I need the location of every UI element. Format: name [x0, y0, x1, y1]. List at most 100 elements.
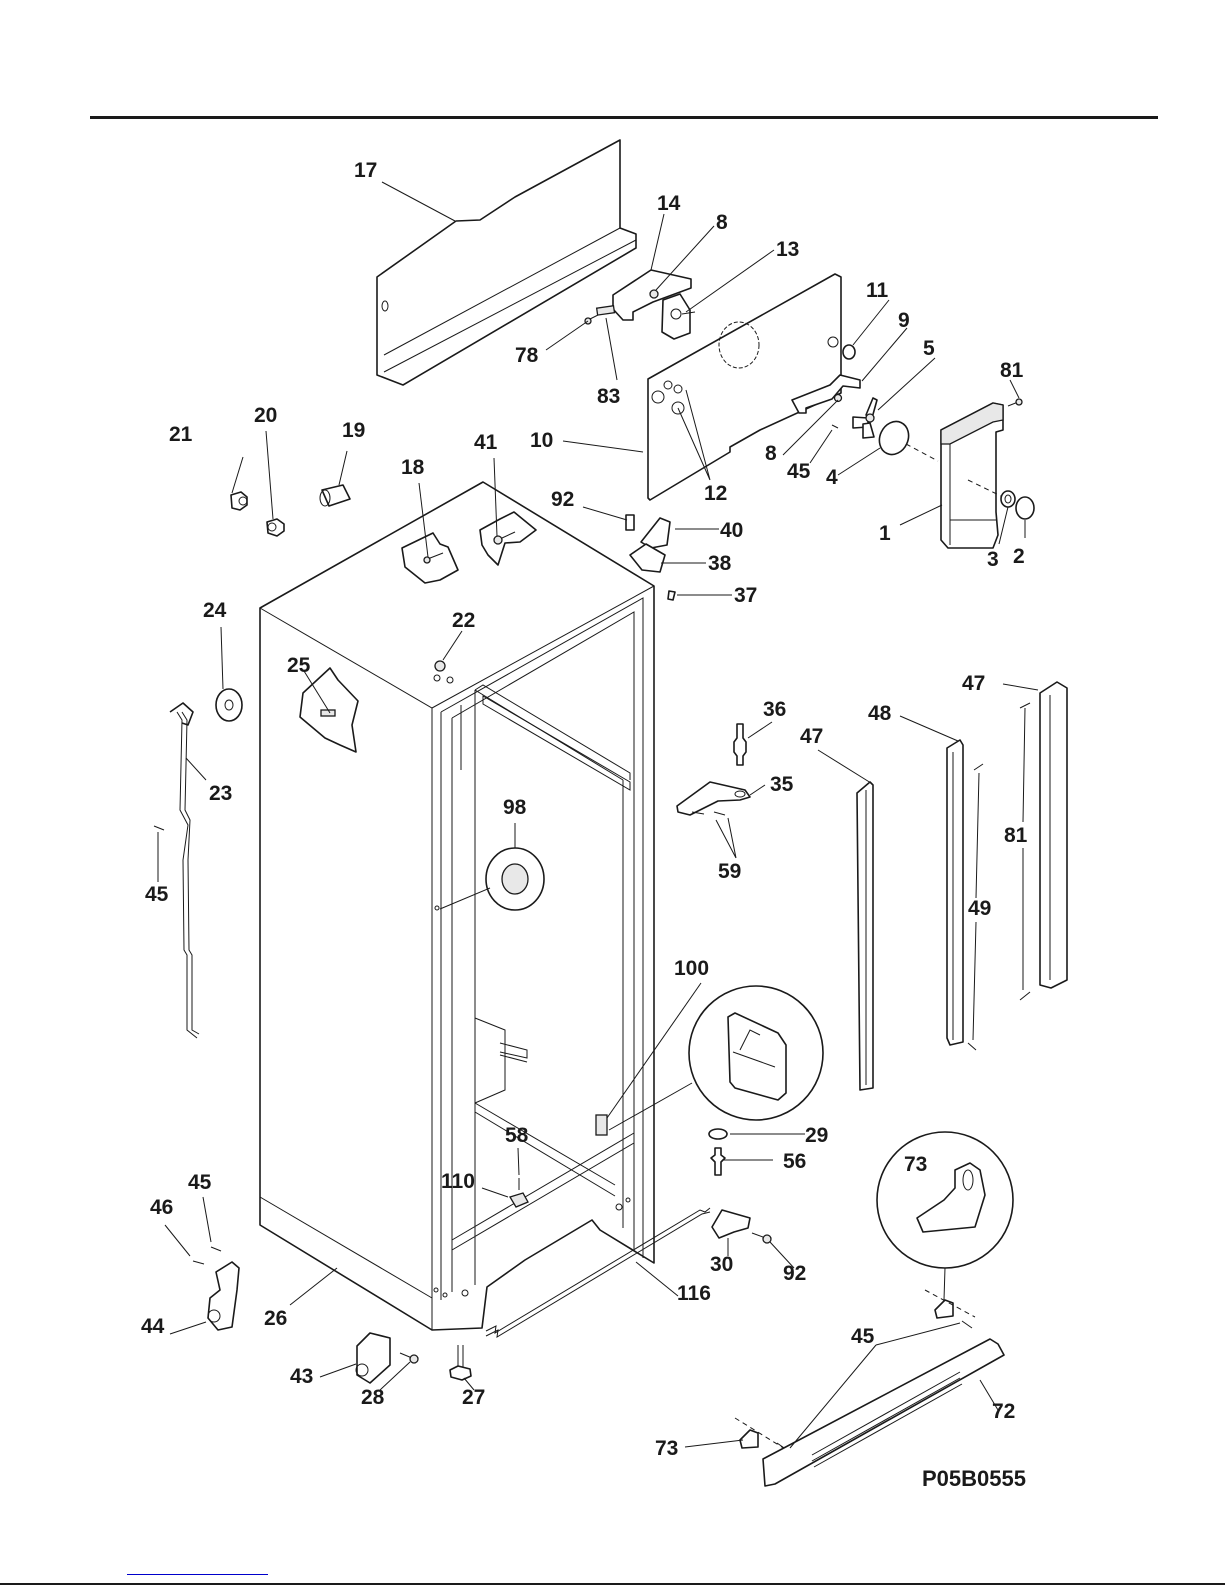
- part-92-bolt-b: [751, 1232, 764, 1238]
- callout-36: 36: [763, 698, 786, 721]
- callout-29: 29: [805, 1124, 828, 1147]
- callout-28: 28: [361, 1386, 385, 1409]
- part-18-bracket: [401, 532, 459, 584]
- callout-41: 41: [474, 431, 498, 454]
- callout-3: 3: [987, 548, 999, 571]
- part-45-screw-a: [831, 424, 839, 429]
- part-45-screw-c: [961, 1320, 973, 1329]
- callout-19: 19: [342, 419, 365, 442]
- part-43-hinge: [355, 1332, 391, 1384]
- callout-24: 24: [203, 599, 227, 622]
- part-30-bracket: [711, 1209, 751, 1239]
- part-100-clip: [595, 1114, 608, 1136]
- part-116-rod: [485, 1207, 711, 1334]
- drawing-code: P05B0555: [922, 1466, 1026, 1491]
- callout-81-b: 81: [1004, 824, 1028, 847]
- part-47-strip-right: [1039, 681, 1068, 989]
- part-26-cabinet: [259, 481, 655, 1331]
- part-98-plug: [485, 847, 545, 911]
- callout-8-b: 8: [765, 442, 777, 465]
- callout-59: 59: [718, 860, 741, 883]
- part-11-plug: [842, 344, 856, 360]
- callout-81: 81: [1000, 359, 1024, 382]
- part-100-detail-bubble: [688, 985, 824, 1121]
- part-81-screw-b: [1019, 702, 1031, 709]
- part-47-strip-left: [856, 781, 874, 1091]
- callout-4: 4: [826, 466, 838, 489]
- callout-30: 30: [710, 1253, 733, 1276]
- part-73-detail-bubble: [876, 1131, 1014, 1269]
- callout-46: 46: [150, 1196, 173, 1219]
- part-8-nut-b: [833, 393, 843, 403]
- part-46-screw: [192, 1260, 205, 1265]
- footer-link-underline[interactable]: [127, 1574, 268, 1575]
- callout-25: 25: [287, 654, 311, 677]
- part-17-panel: [376, 139, 637, 386]
- callout-45-c: 45: [188, 1171, 212, 1194]
- callout-73: 73: [904, 1153, 927, 1176]
- callout-26: 26: [264, 1307, 287, 1330]
- callout-8: 8: [716, 211, 728, 234]
- part-110-clip: [509, 1192, 529, 1208]
- part-10-evaporator-cover: [647, 273, 842, 501]
- part-45-screw-e: [210, 1246, 222, 1252]
- part-37-pin: [667, 590, 676, 601]
- callout-12: 12: [704, 482, 727, 505]
- callout-78: 78: [515, 344, 539, 367]
- part-72-grille: [762, 1338, 1005, 1487]
- part-45-screw-b: [153, 825, 165, 831]
- part-44-hinge: [207, 1261, 240, 1331]
- part-3-washer: [1000, 490, 1016, 508]
- callout-56: 56: [783, 1150, 806, 1173]
- callout-38: 38: [708, 552, 732, 575]
- footer-rule: [0, 1583, 1225, 1585]
- part-59-screws: [691, 811, 726, 816]
- part-56-pin: [710, 1147, 726, 1176]
- callout-49: 49: [968, 897, 991, 920]
- callout-83: 83: [597, 385, 620, 408]
- callout-10: 10: [530, 429, 553, 452]
- callout-17: 17: [354, 159, 377, 182]
- leader-lines: [157, 181, 1039, 1449]
- part-49-screw-b: [967, 1042, 977, 1051]
- part-1-control-housing: [940, 402, 1004, 549]
- part-20-fitting: [266, 518, 285, 537]
- part-41-bracket: [479, 511, 537, 566]
- part-13-fan-motor: [661, 293, 696, 340]
- part-35-hinge: [676, 781, 751, 816]
- callout-73-b: 73: [655, 1437, 678, 1460]
- part-81-screw-c: [1019, 991, 1031, 1001]
- callout-14: 14: [657, 192, 681, 215]
- part-8-nut: [649, 289, 659, 299]
- callout-110: 110: [441, 1170, 475, 1193]
- callout-1: 1: [879, 522, 891, 545]
- callout-58: 58: [505, 1124, 529, 1147]
- callout-27: 27: [462, 1386, 485, 1409]
- part-92-bolt-a: [625, 514, 635, 531]
- part-27-leveling-leg: [449, 1345, 472, 1381]
- callout-45-b: 45: [145, 883, 169, 906]
- part-22-plug: [434, 660, 446, 672]
- part-38-plate: [629, 543, 666, 573]
- part-19-sleeve: [319, 484, 351, 507]
- callout-72: 72: [992, 1400, 1015, 1423]
- callout-47-b: 47: [962, 672, 985, 695]
- part-29-washer: [708, 1128, 728, 1140]
- callout-92-b: 92: [783, 1262, 806, 1285]
- callout-100: 100: [674, 957, 709, 980]
- callout-2: 2: [1013, 545, 1025, 568]
- callout-11: 11: [866, 279, 889, 302]
- callout-35: 35: [770, 773, 794, 796]
- callout-37: 37: [734, 584, 757, 607]
- callout-98: 98: [503, 796, 527, 819]
- callout-43: 43: [290, 1365, 313, 1388]
- callout-92: 92: [551, 488, 574, 511]
- callout-48: 48: [868, 702, 892, 725]
- part-24-washer: [215, 688, 243, 722]
- callout-116: 116: [677, 1282, 711, 1305]
- part-21-fitting: [230, 491, 248, 511]
- part-9-bracket: [791, 374, 861, 414]
- callout-18: 18: [401, 456, 425, 479]
- callout-labels: 17 14 8 13 11 9 5 81 78 83 10 12 8 45 4 …: [141, 159, 1028, 1491]
